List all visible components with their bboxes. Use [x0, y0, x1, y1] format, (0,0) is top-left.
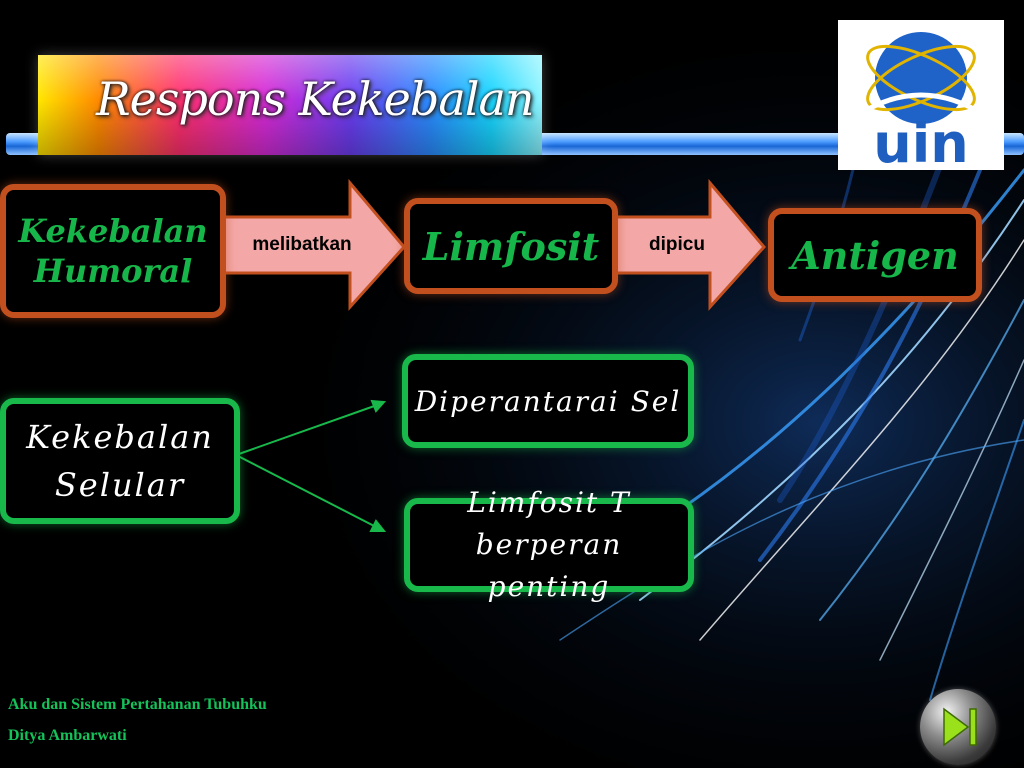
limfosit-t-label-line2: berperan penting	[475, 528, 623, 603]
box-diperantarai-sel: Diperantarai Sel	[402, 354, 694, 448]
branch-line-down	[235, 454, 381, 530]
arrow-dipicu	[610, 178, 766, 311]
footer-title: Aku dan Sistem Pertahanan Tubuhku	[8, 696, 267, 713]
footer-author: Ditya Ambarwati	[8, 727, 127, 744]
box-kekebalan-humoral: Kekebalan Humoral	[0, 184, 226, 318]
branch-arrowhead-up	[370, 399, 387, 413]
box-limfosit: Limfosit	[404, 198, 618, 294]
page-title: Respons Kekebalan	[96, 72, 535, 126]
box-antigen: Antigen	[768, 208, 982, 302]
limfosit-label: Limfosit	[422, 223, 600, 269]
logo-lettering: uin	[873, 112, 968, 170]
diperantarai-sel-label: Diperantarai Sel	[414, 384, 682, 418]
limfosit-t-label-line1: Limfosit T	[467, 486, 631, 519]
uin-logo: uin	[838, 20, 1004, 170]
box-kekebalan-selular: Kekebalan Selular	[0, 398, 240, 524]
next-slide-button[interactable]	[920, 689, 996, 765]
arrow-label-dipicu: dipicu	[649, 234, 705, 255]
title-banner	[38, 55, 542, 155]
branch-arrowhead-down	[369, 519, 387, 532]
antigen-label: Antigen	[791, 232, 959, 278]
humoral-label-line1: Kekebalan	[18, 212, 208, 250]
arrow-label-melibatkan: melibatkan	[252, 234, 352, 255]
branch-line-up	[235, 403, 381, 456]
selular-label-line1: Kekebalan	[26, 418, 214, 456]
next-slide-icon	[943, 707, 977, 747]
box-limfosit-t: Limfosit T berperan penting	[404, 486, 694, 603]
selular-label-line2: Selular	[54, 466, 186, 504]
humoral-label-line2: Humoral	[33, 252, 193, 290]
arrow-melibatkan	[220, 178, 406, 311]
